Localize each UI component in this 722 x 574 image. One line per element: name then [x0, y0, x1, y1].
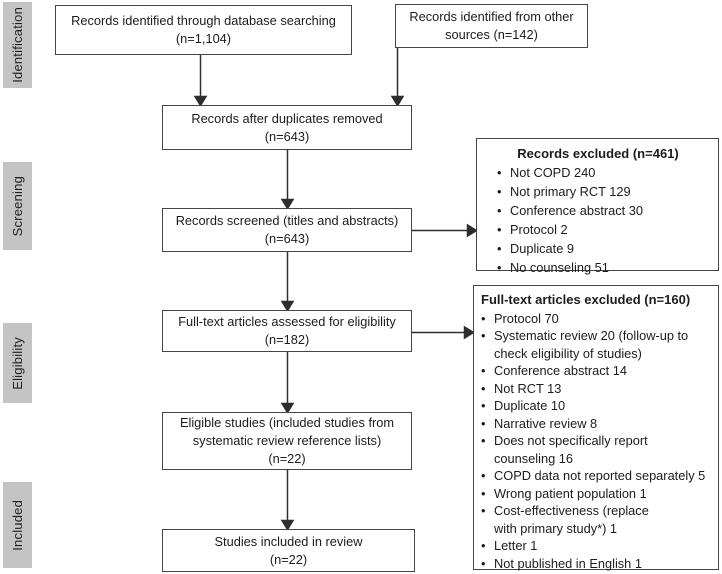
box-text-line: systematic review reference lists) [192, 433, 382, 448]
box-count: (n=643) [264, 128, 310, 144]
excluded-reason-item: •Letter 1 [481, 538, 538, 553]
box-records-database-search: Records identified through database sear… [55, 5, 352, 55]
excluded-reason-item: •Cost-effectiveness (replace with primar… [481, 503, 649, 536]
box-text-line: Records after duplicates removed [191, 110, 383, 126]
box-included-in-review: Studies included in review (n=22) [162, 529, 415, 572]
excluded-reason-item: •Narrative review 8 [481, 415, 598, 431]
bullet-icon: • [481, 363, 486, 378]
bullet-icon: • [481, 398, 486, 413]
bullet-icon: • [481, 433, 486, 448]
excluded-reason-item: •Conference abstract 30 [497, 203, 644, 218]
bullet-icon: • [481, 485, 486, 501]
bullet-icon: • [481, 415, 486, 431]
box-count: (n=22) [269, 551, 308, 567]
excluded-reason-item: •Protocol 70 [481, 310, 559, 326]
excluded-reason-item: •Does not specifically report counseling… [481, 433, 648, 466]
bullet-icon: • [497, 222, 502, 237]
box-count: (n=643) [264, 231, 310, 246]
bullet-icon: • [497, 165, 502, 180]
box-fulltext-excluded: Full-text articles excluded (n=160) •Pro… [473, 285, 719, 571]
excluded-reason-item: •Not published in English 1 [481, 555, 642, 571]
arrowhead-database-to-duplicates [193, 95, 208, 107]
box-records-excluded: Records excluded (n=461) •Not COPD 240 •… [476, 138, 719, 275]
excluded-reason-item: •COPD data not reported separately 5 [481, 468, 706, 483]
stage-label-screening: Screening [3, 162, 32, 250]
excluded-reason-item: •Protocol 2 [497, 222, 568, 237]
arrowhead-fulltext-to-excluded [463, 325, 475, 340]
excluded-reason-item: •Not COPD 240 [497, 165, 596, 180]
arrowhead-duplicates-to-screened [280, 198, 295, 210]
excluded-reason-item: •Systematic review 20 (follow-up to chec… [481, 328, 689, 361]
arrowhead-fulltext-to-eligible [280, 402, 295, 414]
box-count: (n=1,104) [175, 31, 232, 46]
box-text-line: sources (n=142) [445, 27, 538, 42]
box-text-line: Eligible studies (included studies from [179, 415, 395, 430]
records-excluded-title: Records excluded (n=461) [517, 146, 679, 161]
arrowhead-other-to-duplicates [390, 95, 405, 107]
arrowhead-screened-to-excluded [466, 223, 478, 238]
box-text-line: Records identified from other [409, 9, 574, 24]
stage-label-eligibility: Eligibility [3, 323, 32, 403]
excluded-reason-item: •Not primary RCT 129 [497, 184, 631, 199]
bullet-icon: • [481, 538, 486, 553]
stage-label-included: Included [3, 482, 32, 568]
bullet-icon: • [497, 260, 502, 275]
bullet-icon: • [481, 380, 486, 396]
box-text-line: Studies included in review [214, 533, 363, 549]
box-duplicates-removed: Records after duplicates removed (n=643) [162, 105, 412, 150]
stage-label-identification: Identification [3, 2, 32, 88]
bullet-icon: • [481, 468, 486, 483]
box-records-screened: Records screened (titles and abstracts) … [162, 208, 412, 252]
box-text-line: Full-text articles assessed for eligibil… [178, 314, 396, 329]
excluded-reason-item: •Not RCT 13 [481, 380, 562, 396]
box-eligible-studies: Eligible studies (included studies from … [162, 412, 412, 470]
box-records-other-sources: Records identified from other sources (n… [395, 4, 588, 48]
fulltext-excluded-title: Full-text articles excluded (n=160) [481, 292, 691, 307]
arrowhead-screened-to-fulltext [280, 300, 295, 312]
bullet-icon: • [497, 241, 502, 256]
bullet-icon: • [481, 503, 486, 518]
excluded-reason-item: •Duplicate 10 [481, 398, 566, 413]
bullet-icon: • [497, 184, 502, 199]
bullet-icon: • [481, 328, 486, 343]
bullet-icon: • [497, 203, 502, 218]
bullet-icon: • [481, 310, 486, 326]
box-text-line: Records screened (titles and abstracts) [175, 213, 399, 228]
box-text-line: Records identified through database sear… [71, 13, 336, 28]
arrowhead-eligible-to-included [280, 519, 295, 531]
excluded-reason-item: •Duplicate 9 [497, 241, 575, 256]
box-count: (n=22) [268, 451, 306, 466]
box-count: (n=182) [264, 332, 310, 347]
box-fulltext-assessed: Full-text articles assessed for eligibil… [162, 310, 412, 352]
excluded-reason-item: •Wrong patient population 1 [481, 485, 647, 501]
excluded-reason-item: •No counseling 51 [497, 260, 609, 275]
excluded-reason-item: •Conference abstract 14 [481, 363, 628, 378]
bullet-icon: • [481, 555, 486, 571]
